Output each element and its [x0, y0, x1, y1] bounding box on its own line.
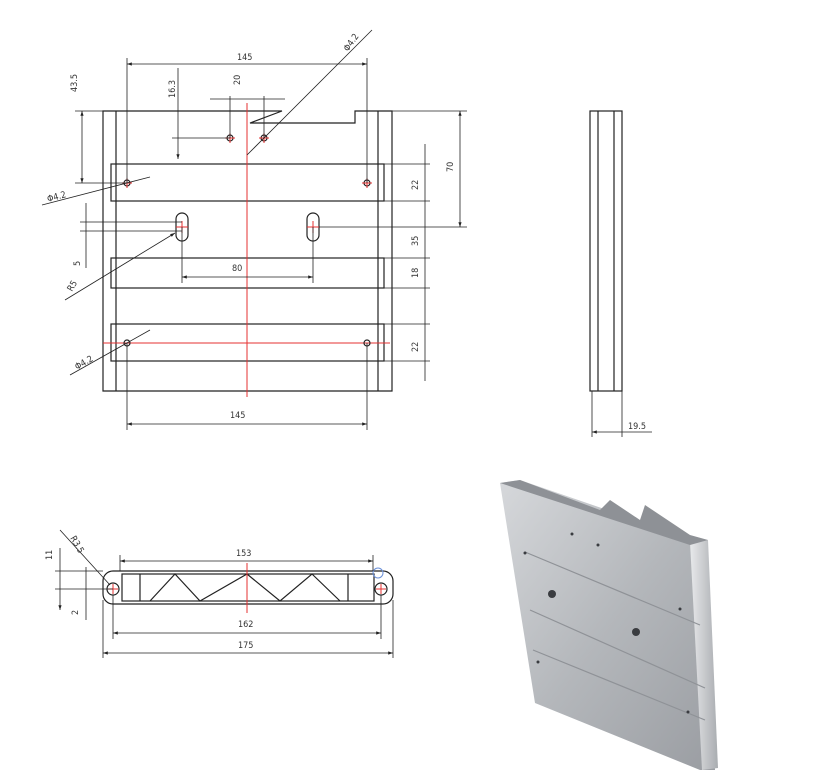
dim-height-70: 70: [446, 162, 456, 172]
dim-slot-height: 5: [73, 261, 83, 266]
dim-width-top: 145: [237, 53, 252, 63]
dim-slot-radius: R5: [66, 279, 80, 293]
dim-top-offset: 43.5: [70, 74, 80, 92]
dim-rib3: 22: [411, 342, 421, 352]
dim-gap1: 35: [411, 236, 421, 246]
dim-radius: R3.5: [67, 535, 85, 556]
dim-holes: 162: [238, 620, 253, 630]
side-view: 19.5: [589, 110, 652, 437]
dim-inner: 153: [236, 549, 251, 559]
dim-thickness: 19.5: [628, 422, 646, 432]
bottom-view: R3.5 11 2 153 162 175: [45, 529, 394, 658]
front-view: 145 145 43.5 16.3 20 Φ4.2 Φ4.2 R5 5 80 Φ…: [41, 29, 467, 430]
dim-slot-spacing: 80: [232, 264, 242, 274]
dim-rib2: 18: [411, 268, 421, 278]
dim-hole-offset: 16.3: [168, 80, 178, 98]
dim-hole-dia-bottom: Φ4.2: [74, 354, 96, 372]
plate-outline: [102, 110, 393, 392]
dim-hole-dia-left: Φ4.2: [46, 190, 67, 205]
dim-rib1: 22: [411, 180, 421, 190]
dim-height: 11: [45, 550, 55, 560]
3d-render: [500, 480, 718, 770]
dim-overall: 175: [238, 641, 253, 651]
dim-hole-spacing: 20: [233, 75, 243, 85]
dim-wall: 2: [71, 610, 81, 615]
dim-width-bottom: 145: [230, 411, 245, 421]
